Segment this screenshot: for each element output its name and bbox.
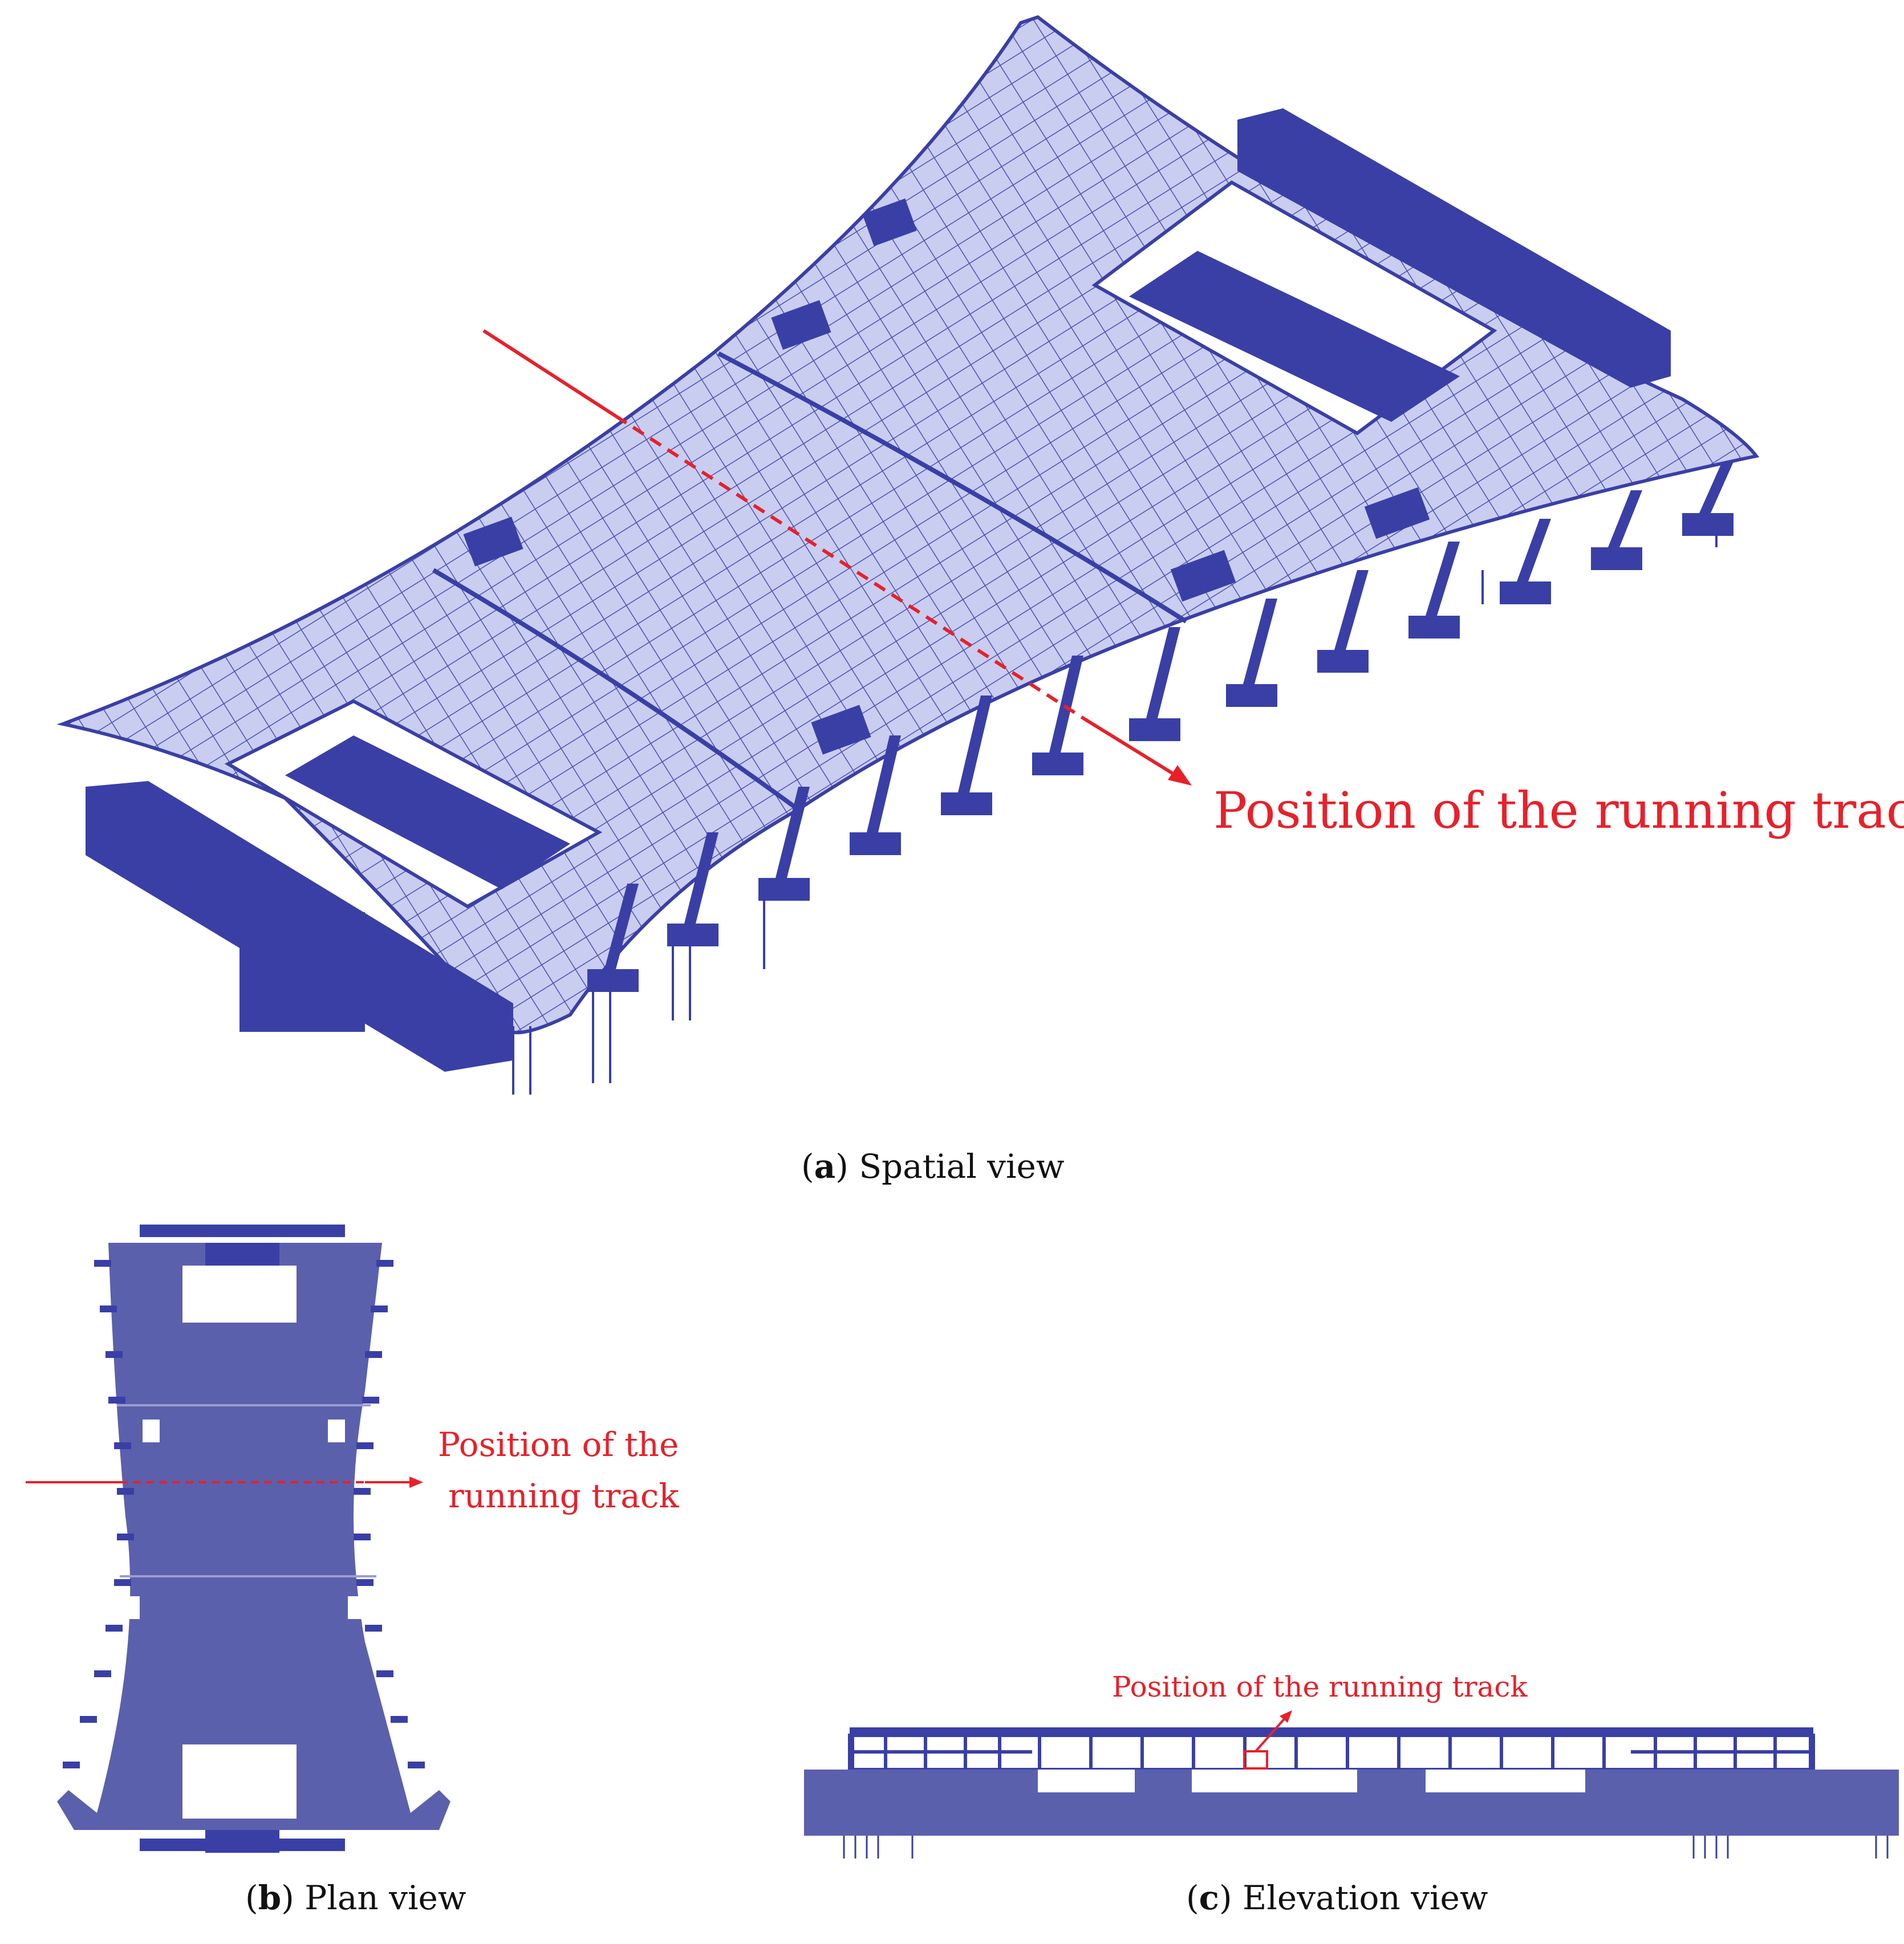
elev-roof [850, 1727, 1813, 1735]
running-track-label-c: Position of the running track [1112, 1670, 1528, 1703]
plan-opening-top [182, 1266, 297, 1323]
running-track-label-a: Position of the running track [1213, 781, 1904, 840]
far-annex [1237, 108, 1671, 388]
track-line-arrow-shaft [1082, 717, 1182, 780]
elevation-view-panel: Position of the running track (c) Elevat… [793, 1653, 1904, 1944]
elev-podium-cut-2 [1192, 1770, 1357, 1792]
plan-block-top [205, 1243, 279, 1266]
track-arrow-head [1168, 765, 1192, 786]
plan-strip-bottom [140, 1839, 345, 1851]
elev-podium-cut-3 [1426, 1770, 1585, 1792]
running-track-label-b-line2: running track [448, 1477, 679, 1515]
roof-joint-line-2 [717, 351, 1188, 624]
pile-caps [587, 513, 1734, 992]
near-podium-box [239, 912, 365, 1032]
skylight [771, 300, 831, 350]
skylight [463, 516, 523, 567]
track-line-solid [482, 329, 617, 418]
skylight [862, 198, 917, 246]
roof-joint-line-1 [432, 568, 800, 812]
skylight [811, 705, 871, 755]
roof-slab [56, 15, 1760, 1035]
plan-track-arrow-head [409, 1477, 423, 1488]
plan-skylight [123, 1596, 140, 1619]
caption-a: (a) Spatial view [801, 1147, 1065, 1186]
plan-view-panel: Position of the running track (b) Plan v… [0, 1197, 741, 1944]
plan-skylight [328, 1420, 345, 1442]
running-track-label-b-line1: Position of the [438, 1425, 679, 1464]
skylight [1364, 487, 1430, 539]
caption-a-text: Spatial view [859, 1147, 1065, 1186]
elev-piles [843, 1836, 1889, 1858]
piles [512, 536, 1718, 1095]
elev-podium-cut-1 [1038, 1770, 1135, 1792]
caption-b-letter: b [258, 1878, 282, 1917]
plan-view-drawing [26, 1225, 450, 1853]
elev-track-arrow-shaft [1255, 1716, 1287, 1752]
spatial-view-panel: Position of the running track (a) Spatia… [56, 15, 1904, 1186]
caption-b-text: Plan view [305, 1878, 466, 1917]
elevation-view-drawing [804, 1710, 1899, 1858]
plan-skylight [143, 1420, 160, 1442]
skylight [1170, 550, 1236, 602]
plan-strip-top [140, 1225, 345, 1237]
roof-opening-near-floor [285, 735, 570, 889]
elev-upper-posts [850, 1735, 1813, 1770]
support-columns [604, 462, 1734, 969]
roof-opening-far-floor [1129, 251, 1460, 422]
plan-edge-supports [63, 1260, 425, 1768]
caption-c-text: Elevation view [1243, 1878, 1488, 1917]
plan-opening-bottom [182, 1744, 297, 1819]
plan-skylight [348, 1596, 365, 1619]
caption-b: (b) Plan view [245, 1878, 466, 1917]
caption-c: (c) Elevation view [1186, 1878, 1488, 1917]
caption-a-letter: a [814, 1147, 836, 1186]
spatial-view-drawing [56, 15, 1760, 1095]
caption-c-letter: c [1199, 1878, 1219, 1917]
track-line-dashed [615, 414, 1085, 720]
elev-track-arrow-head [1280, 1710, 1292, 1723]
plan-outline [57, 1243, 450, 1830]
